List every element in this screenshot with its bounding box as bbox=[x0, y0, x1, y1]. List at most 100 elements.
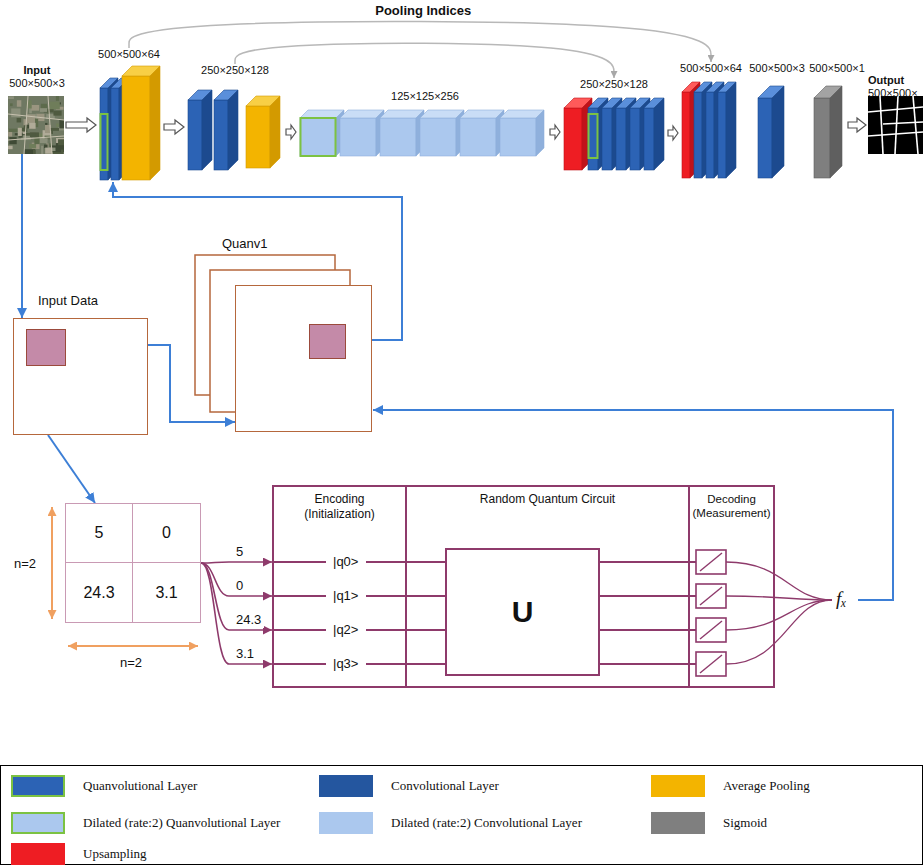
satellite-road bbox=[24, 96, 28, 154]
layer-illustration bbox=[680, 78, 742, 180]
layer-slab-face bbox=[300, 118, 336, 156]
flow-arrow bbox=[286, 125, 296, 139]
legend-swatch bbox=[651, 775, 705, 797]
satellite-texture bbox=[58, 139, 64, 145]
encoder-stage-block: 500×500×64 bbox=[95, 48, 163, 183]
legend-text: Upsampling bbox=[83, 846, 147, 862]
satellite-texture bbox=[50, 128, 59, 131]
pixel-value: 3.1 bbox=[133, 563, 200, 622]
flow-arrow bbox=[66, 118, 96, 132]
pixel-value: 5 bbox=[66, 504, 133, 563]
layer-slab-face bbox=[706, 92, 714, 178]
legend-item: Quanvolutional Layer bbox=[11, 775, 197, 797]
qubit-wire bbox=[600, 663, 690, 665]
pixel-value: 24.3 bbox=[66, 563, 133, 622]
satellite-road bbox=[8, 136, 64, 140]
legend-text: Quanvolutional Layer bbox=[83, 778, 197, 794]
legend-item: Average Pooling bbox=[651, 775, 810, 797]
satellite-texture bbox=[53, 111, 61, 116]
unitary-box: U bbox=[445, 548, 600, 676]
qubit-wire bbox=[600, 629, 690, 631]
encoding-wire bbox=[201, 563, 272, 630]
unitary-symbol: U bbox=[512, 595, 534, 629]
layer-slab-face bbox=[694, 92, 702, 178]
satellite-texture bbox=[8, 129, 19, 132]
satellite-texture bbox=[33, 150, 36, 154]
layer-slab-face bbox=[420, 118, 456, 156]
road-line bbox=[913, 96, 918, 154]
satellite-image bbox=[8, 96, 64, 154]
measurement-symbol bbox=[696, 584, 726, 608]
dimension-heading: 500×500× bbox=[866, 87, 923, 100]
encoding-wire bbox=[201, 562, 272, 563]
satellite-texture bbox=[59, 120, 64, 129]
measurement-needle bbox=[700, 621, 722, 639]
qubit-wire bbox=[407, 595, 445, 597]
satellite-texture bbox=[17, 100, 21, 107]
qubit-wire bbox=[407, 663, 445, 665]
layer-slab-face bbox=[188, 100, 202, 170]
readout-line bbox=[726, 600, 832, 630]
circuit-section: Decoding (Measurement) bbox=[690, 485, 775, 688]
layer-slab-face bbox=[564, 108, 582, 170]
measurement-needle bbox=[700, 553, 722, 571]
satellite-texture bbox=[11, 108, 20, 117]
dimension-heading: 500×500×3 bbox=[748, 62, 806, 75]
stack-heading: Quanv1 bbox=[190, 232, 375, 252]
qubit-wire bbox=[600, 595, 690, 597]
dimension-heading: Output bbox=[866, 74, 923, 87]
layer-slab-face bbox=[122, 76, 150, 180]
satellite-texture bbox=[45, 148, 52, 154]
legend-swatch bbox=[319, 812, 373, 834]
dimension-heading: 500×500×3 bbox=[6, 77, 68, 90]
satellite-texture bbox=[29, 144, 36, 148]
patch-window bbox=[26, 329, 66, 366]
layer-slab-face bbox=[814, 98, 830, 178]
qubit-wire bbox=[407, 629, 445, 631]
decoder-stage-block: 250×250×128 bbox=[560, 78, 668, 174]
layer-slab-side bbox=[772, 86, 784, 178]
measurement-needle bbox=[700, 655, 722, 673]
legend-text: Dilated (rate:2) Convolutional Layer bbox=[391, 815, 582, 831]
layer-slab-face bbox=[380, 118, 416, 156]
output-symbol: fₓ bbox=[836, 588, 847, 610]
circuit-section: U Random Quantum Circuit bbox=[407, 485, 690, 688]
dimension-heading: 500×500×1 bbox=[808, 62, 866, 75]
feature-map-frame bbox=[235, 285, 372, 432]
satellite-texture bbox=[17, 118, 22, 123]
legend-swatch bbox=[11, 843, 65, 865]
measurement-symbol bbox=[696, 618, 726, 642]
legend-item: Convolutional Layer bbox=[319, 775, 499, 797]
layer-slab-face bbox=[616, 108, 626, 170]
road-line bbox=[880, 96, 883, 154]
qubit-wire bbox=[366, 663, 407, 665]
legend-text: Average Pooling bbox=[723, 778, 810, 794]
layer-slab-face bbox=[758, 98, 772, 178]
road-line bbox=[868, 132, 923, 136]
data-flow-line bbox=[48, 435, 95, 503]
quanv-highlight bbox=[589, 114, 598, 158]
legend-item: Dilated (rate:2) Quanvolutional Layer bbox=[11, 812, 280, 834]
input-data-frame: Input Data bbox=[10, 292, 150, 437]
layer-slab-face bbox=[100, 88, 108, 180]
layer-slab-face bbox=[111, 88, 119, 180]
legend-text: Convolutional Layer bbox=[391, 778, 499, 794]
input-value: 0 bbox=[233, 578, 246, 594]
dimension-arrow bbox=[68, 645, 198, 647]
quanv-feature-stack: Quanv1 bbox=[190, 232, 375, 434]
legend-swatch bbox=[11, 775, 65, 797]
layer-slab-face bbox=[588, 108, 598, 170]
layer-slab-side bbox=[536, 110, 544, 156]
satellite-road bbox=[8, 114, 64, 120]
dimension-label: n=2 bbox=[120, 655, 142, 671]
dimension-heading: 500×500×64 bbox=[676, 62, 746, 75]
section-heading: Random Quantum Circuit bbox=[407, 487, 688, 507]
layer-slab-face bbox=[500, 118, 536, 156]
dimension-heading: 250×250×128 bbox=[184, 64, 286, 77]
satellite-texture bbox=[8, 96, 14, 99]
dimension-heading: 250×250×128 bbox=[560, 78, 668, 91]
qubit-wire bbox=[407, 561, 445, 563]
layer-slab-face bbox=[682, 92, 690, 178]
legend-text: Sigmoid bbox=[723, 815, 767, 831]
